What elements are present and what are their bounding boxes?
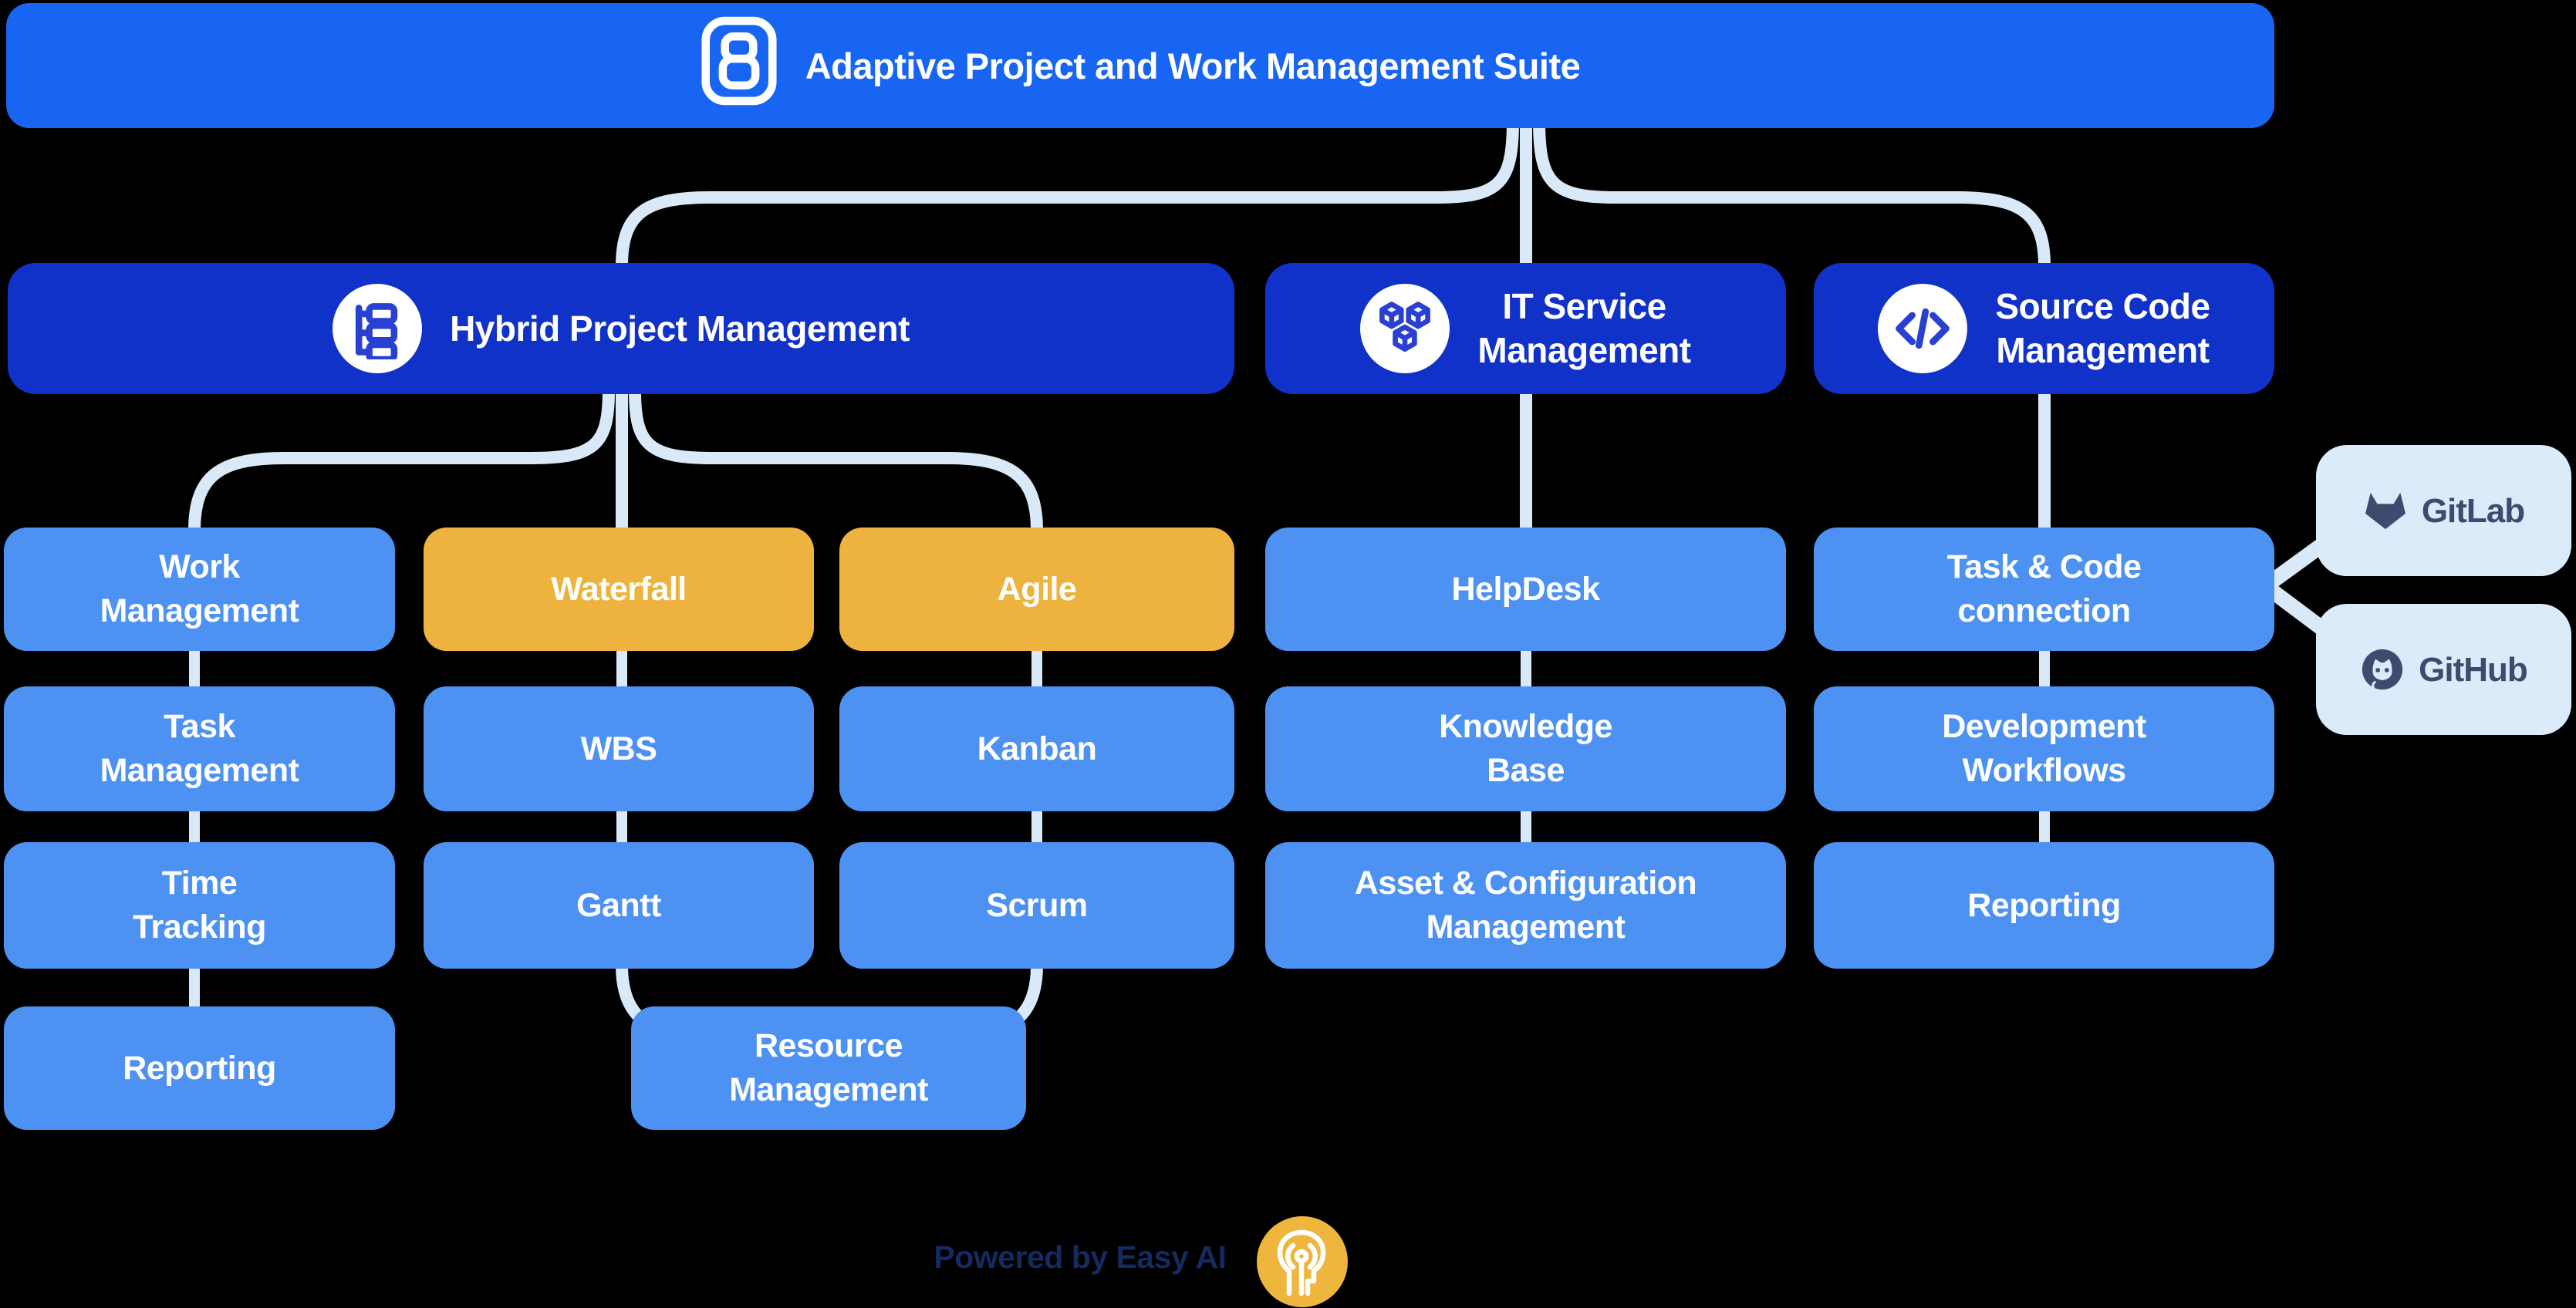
root-node: Adaptive Project and Work Management Sui… — [6, 3, 2274, 128]
node-label: Management — [100, 752, 299, 789]
node-label: Waterfall — [551, 570, 687, 608]
node-asset-configuration-management: Asset & Configuration Management — [1265, 842, 1786, 969]
node-scrum: Scrum — [839, 842, 1234, 969]
node-label: Task & Code — [1946, 548, 2142, 585]
node-agile: Agile — [839, 528, 1234, 651]
node-waterfall: Waterfall — [424, 528, 814, 651]
node-knowledge-base: Knowledge Base — [1265, 686, 1786, 811]
node-label: Tracking — [133, 909, 266, 946]
node-time-tracking: Time Tracking — [4, 842, 395, 969]
node-label: HelpDesk — [1451, 570, 1600, 608]
category-label: Source Code — [1995, 286, 2210, 326]
category-label: Hybrid Project Management — [450, 308, 910, 349]
node-kanban: Kanban — [839, 686, 1234, 811]
node-label: Scrum — [986, 886, 1088, 924]
node-label: Development — [1942, 708, 2146, 745]
badge-github: GitHub — [2316, 604, 2571, 735]
node-label: Reporting — [123, 1049, 276, 1087]
node-label: Asset & Configuration — [1354, 865, 1697, 902]
node-label: Workflows — [1962, 752, 2126, 789]
category-source-code-management: Source Code Management — [1814, 263, 2274, 394]
node-label: Knowledge — [1439, 708, 1612, 745]
node-label: WBS — [580, 730, 657, 767]
node-task-code-connection: Task & Code connection — [1814, 528, 2274, 651]
badge-label: GitLab — [2421, 491, 2525, 530]
node-label: Gantt — [576, 886, 661, 924]
node-label: Task — [164, 708, 235, 745]
node-work-management: Work Management — [4, 528, 395, 651]
connector-root-hybrid — [616, 114, 1519, 272]
node-development-workflows: Development Workflows — [1814, 686, 2274, 811]
node-label: Agile — [997, 570, 1077, 608]
gitlab-logo-icon — [2363, 490, 2408, 531]
category-label: Management — [1996, 330, 2210, 370]
node-label: Kanban — [977, 730, 1097, 767]
github-logo-icon — [2360, 647, 2405, 692]
connector-hybrid-work — [188, 384, 615, 537]
category-hybrid-project-management: Hybrid Project Management — [8, 263, 1234, 394]
easy-ai-head-icon — [1257, 1216, 1348, 1307]
badge-label: GitHub — [2419, 650, 2528, 689]
node-label: Time — [161, 865, 238, 902]
connector-root-scm — [1533, 114, 2051, 272]
node-label: Management — [1426, 909, 1626, 946]
node-label: Reporting — [1967, 886, 2121, 924]
node-label: connection — [1957, 592, 2131, 629]
node-gantt: Gantt — [424, 842, 814, 969]
node-reporting-scm: Reporting — [1814, 842, 2274, 969]
node-wbs: WBS — [424, 686, 814, 811]
node-resource-management: Resource Management — [631, 1006, 1026, 1130]
category-label: IT Service — [1502, 286, 1666, 326]
node-label: Management — [729, 1071, 928, 1108]
node-label: Management — [100, 592, 299, 629]
node-label: Resource — [755, 1027, 903, 1064]
node-label: Base — [1487, 752, 1565, 789]
node-reporting-hybrid: Reporting — [4, 1006, 395, 1130]
category-label: Management — [1477, 330, 1691, 370]
easy-suite-8-logo-icon — [701, 15, 778, 116]
badge-gitlab: GitLab — [2316, 445, 2571, 576]
hierarchy-icon — [333, 284, 423, 373]
connector-hybrid-agile — [629, 384, 1043, 537]
code-icon — [1878, 284, 1968, 373]
root-node-label: Adaptive Project and Work Management Sui… — [805, 45, 1581, 86]
category-it-service-management: IT Service Management — [1265, 263, 1786, 394]
powered-by-label: Powered by Easy AI — [934, 1239, 1227, 1275]
cubes-icon — [1360, 284, 1450, 373]
node-task-management: Task Management — [4, 686, 395, 811]
node-helpdesk: HelpDesk — [1265, 528, 1786, 651]
node-label: Work — [159, 548, 240, 585]
